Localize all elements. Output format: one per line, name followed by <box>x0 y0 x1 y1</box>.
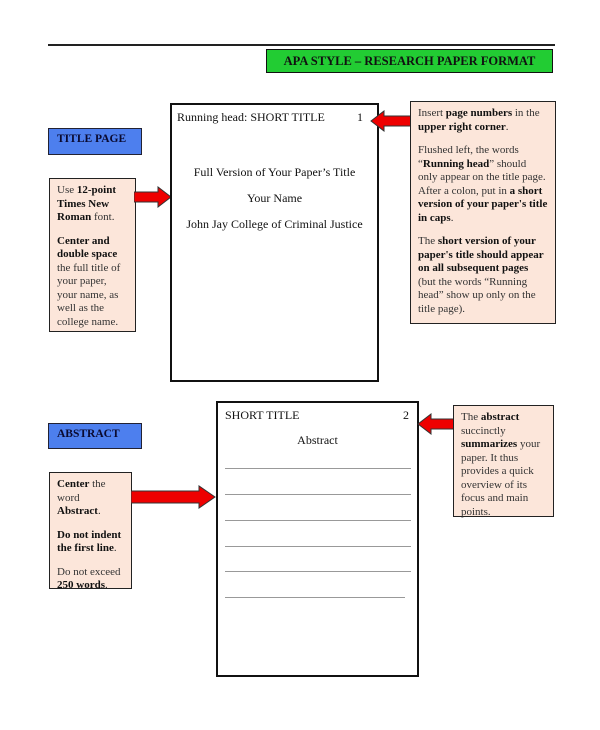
abstract-left-note: Center the word Abstract. Do not indent … <box>49 472 132 591</box>
page-number: 2 <box>403 408 409 422</box>
title-page-label: TITLE PAGE <box>48 128 142 155</box>
text-line <box>225 494 411 495</box>
text-line <box>225 520 411 521</box>
college-name: John Jay College of Criminal Justice <box>186 217 363 231</box>
abstract-right-note: The abstract succinctly summarizes your … <box>453 405 554 518</box>
page-number: 1 <box>357 110 363 124</box>
text-line <box>225 571 411 572</box>
abstract-label: ABSTRACT <box>48 423 142 449</box>
title-right-note: Insert page numbers in the upper right c… <box>410 101 556 324</box>
arrow-right-icon <box>131 485 216 509</box>
arrow-right-icon <box>134 186 172 208</box>
paper-title: Full Version of Your Paper’s Title <box>193 165 356 179</box>
title-left-note: Use 12-point Times New Roman font. Cente… <box>49 178 136 332</box>
short-title-header: SHORT TITLE <box>225 408 300 422</box>
running-head: Running head: SHORT TITLE <box>177 110 325 124</box>
text-line <box>225 546 411 547</box>
text-line <box>225 597 405 598</box>
arrow-left-icon <box>370 110 412 132</box>
abstract-heading: Abstract <box>297 433 338 447</box>
author-name: Your Name <box>246 191 303 205</box>
arrow-left-icon <box>417 413 455 435</box>
title-page-sample: Running head: SHORT TITLE 1 Full Version… <box>170 103 379 382</box>
abstract-page-sample: SHORT TITLE 2 Abstract <box>216 401 419 677</box>
top-rule <box>48 44 555 46</box>
text-line <box>225 468 411 469</box>
banner-title: APA STYLE – RESEARCH PAPER FORMAT <box>266 49 553 73</box>
